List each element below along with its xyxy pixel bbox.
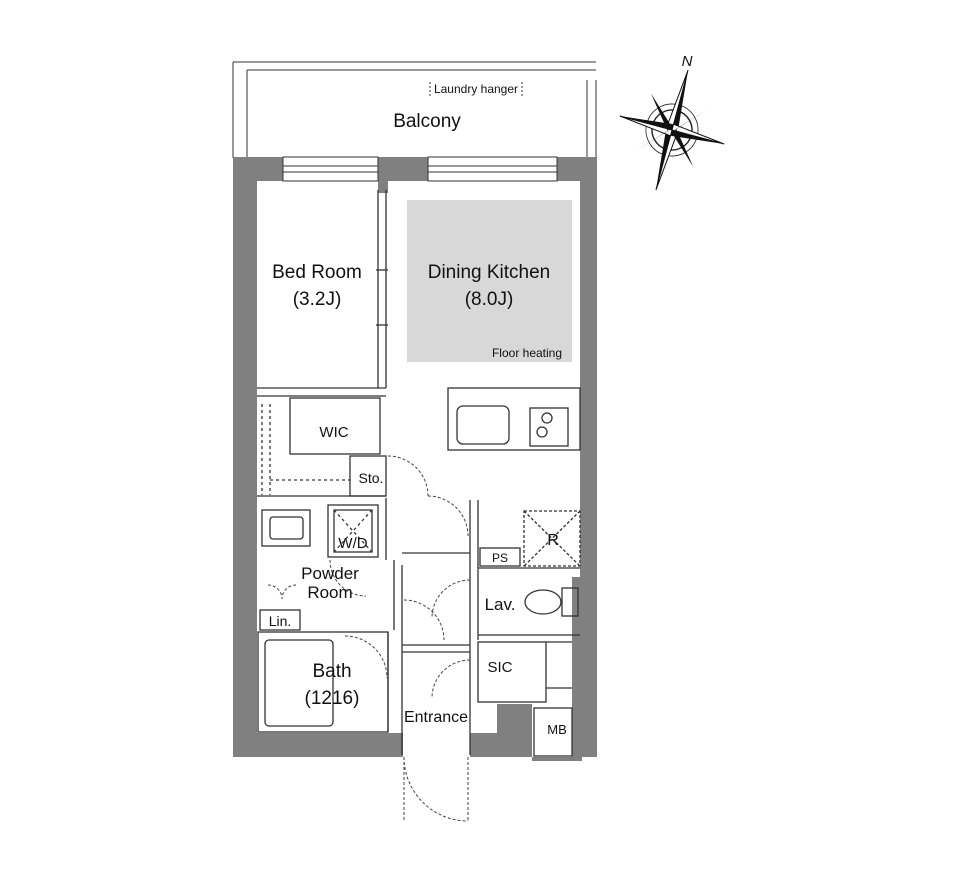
washer-label: W/D — [338, 535, 367, 552]
entrance-label: Entrance — [404, 709, 468, 726]
room-labels: Bed Room (3.2J) Dining Kitchen (8.0J) Fl… — [269, 262, 567, 737]
meter-box-label: MB — [547, 722, 567, 737]
windows — [282, 156, 558, 182]
compass-rose-icon — [619, 69, 725, 191]
lavatory-label: Lav. — [485, 595, 516, 614]
dining-kitchen-size: (8.0J) — [465, 289, 514, 310]
fridge-label: R — [547, 532, 559, 549]
balcony-label: Balcony — [393, 111, 461, 132]
pipe-space-label: PS — [492, 551, 508, 565]
outer-walls — [233, 157, 597, 761]
bedroom-label: Bed Room — [272, 262, 362, 283]
shoe-closet-label: SIC — [487, 659, 512, 676]
floor-heating-label: Floor heating — [492, 346, 562, 360]
bath-label: Bath — [312, 661, 351, 682]
dining-kitchen-label: Dining Kitchen — [428, 262, 551, 283]
powder-room-label-2: Room — [307, 583, 352, 602]
powder-room-label-1: Powder — [301, 564, 359, 583]
floor-heating-area — [407, 200, 572, 362]
linen-label: Lin. — [269, 613, 292, 629]
bath-size: (1216) — [305, 688, 360, 709]
laundry-hanger-label: Laundry hanger — [434, 82, 518, 96]
door-swings — [267, 455, 471, 822]
wic-label: WIC — [319, 424, 348, 441]
interior-walls — [257, 190, 581, 757]
storage-label: Sto. — [359, 470, 384, 486]
bedroom-size: (3.2J) — [293, 289, 342, 310]
balcony: Laundry hanger Balcony — [232, 61, 597, 158]
compass-north-label: N — [682, 53, 693, 70]
